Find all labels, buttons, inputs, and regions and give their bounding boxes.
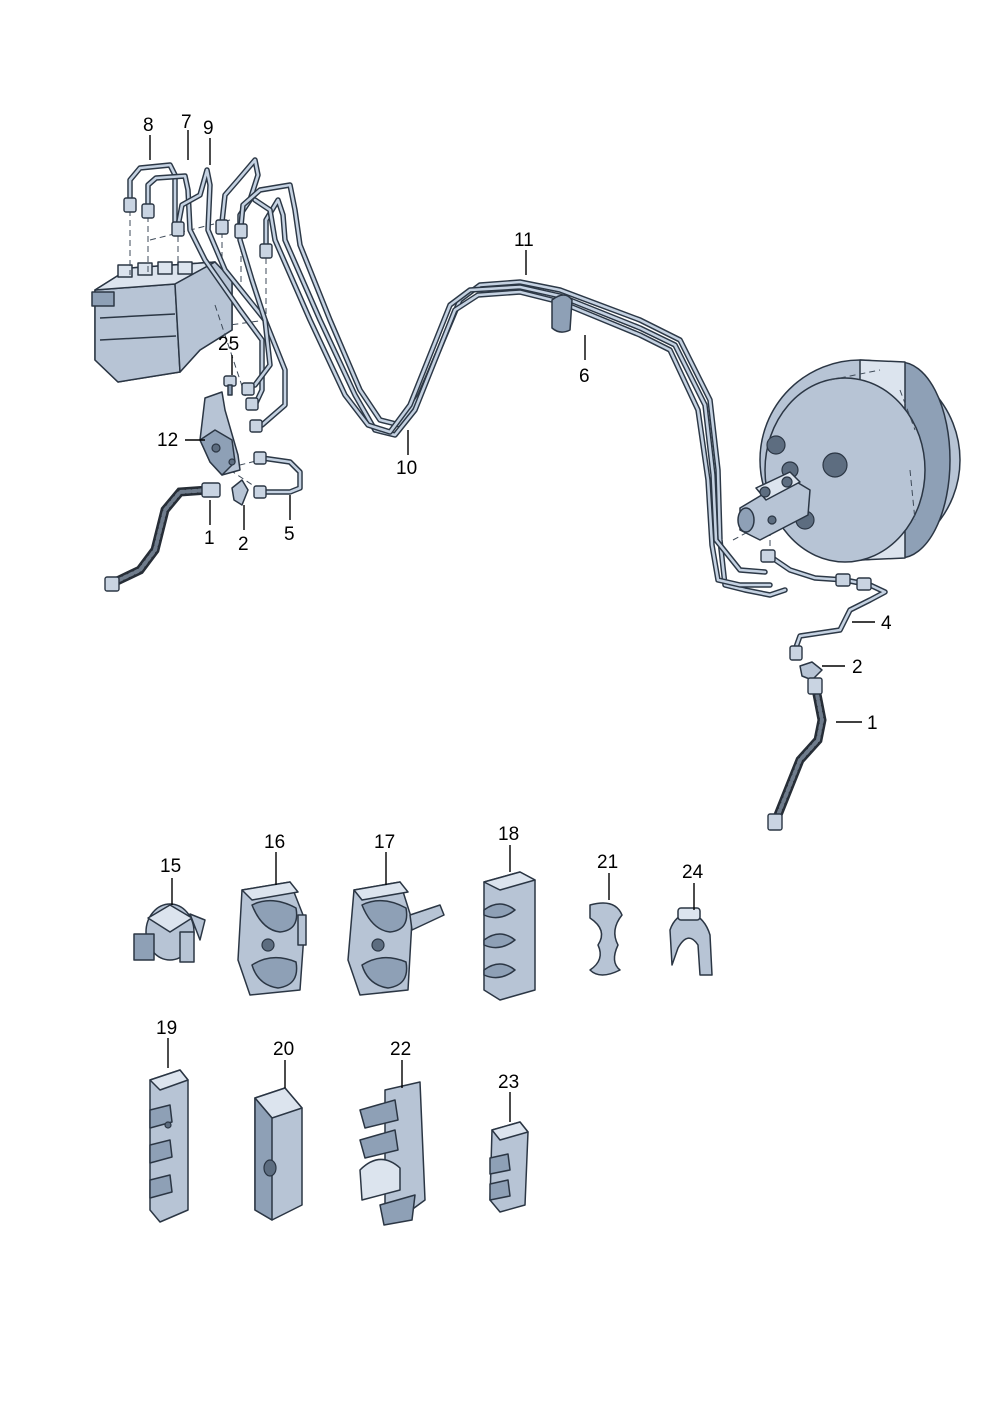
brake-hose-1-left (104, 482, 221, 592)
callout-5: 5 (284, 524, 295, 545)
callout-25: 25 (218, 334, 239, 355)
bracket-12 (199, 391, 241, 476)
clip-16 (237, 881, 307, 996)
master-cylinder (737, 471, 811, 541)
callout-24: 24 (682, 862, 704, 883)
leader-lines (149, 130, 875, 1122)
brake-line-bundle (238, 182, 788, 598)
bolt-25 (223, 375, 237, 396)
retaining-clip-2-right (799, 661, 823, 681)
clip-21 (589, 902, 623, 976)
clip-24 (669, 907, 713, 976)
brake-line-4 (760, 549, 888, 661)
callout-4: 4 (881, 613, 892, 634)
callout-22: 22 (390, 1039, 411, 1060)
clip-18 (483, 871, 536, 1001)
callout-19: 19 (156, 1018, 177, 1039)
brake-hose-1-right (767, 677, 827, 831)
brake-line-9 (175, 167, 288, 428)
line-clip-6 (551, 294, 573, 333)
callout-20: 20 (273, 1039, 294, 1060)
brake-line-7 (145, 173, 265, 408)
clip-22 (359, 1081, 426, 1226)
callout-2-right: 2 (852, 657, 863, 678)
brake-line-5 (253, 451, 303, 499)
callout-2-left: 2 (238, 534, 249, 555)
callout-15: 15 (160, 856, 181, 877)
abs-union-nuts (123, 197, 273, 433)
clip-19 (149, 1069, 189, 1223)
brake-line-8 (127, 162, 178, 228)
callout-1-right: 1 (867, 713, 878, 734)
callout-9: 9 (203, 118, 214, 139)
brake-booster (759, 359, 961, 563)
callout-6: 6 (579, 366, 590, 387)
callout-16: 16 (264, 832, 285, 853)
callout-1-left: 1 (204, 528, 215, 549)
retaining-clip-2-left (231, 479, 249, 506)
callout-11: 11 (514, 230, 534, 251)
callout-23: 23 (498, 1072, 519, 1093)
clip-15 (133, 903, 206, 963)
callout-10: 10 (396, 458, 417, 479)
callout-8: 8 (143, 115, 154, 136)
abs-hydraulic-unit (91, 261, 233, 383)
callout-7: 7 (181, 112, 192, 133)
callout-21: 21 (597, 852, 618, 873)
callout-17: 17 (374, 832, 395, 853)
clip-23 (489, 1121, 529, 1213)
clip-17 (347, 881, 445, 996)
callout-18: 18 (498, 824, 519, 845)
clip-20 (254, 1087, 303, 1221)
callout-labels: 8 7 9 25 12 1 2 5 11 6 10 4 2 1 15 16 17… (143, 112, 892, 1093)
callout-12: 12 (157, 430, 178, 451)
